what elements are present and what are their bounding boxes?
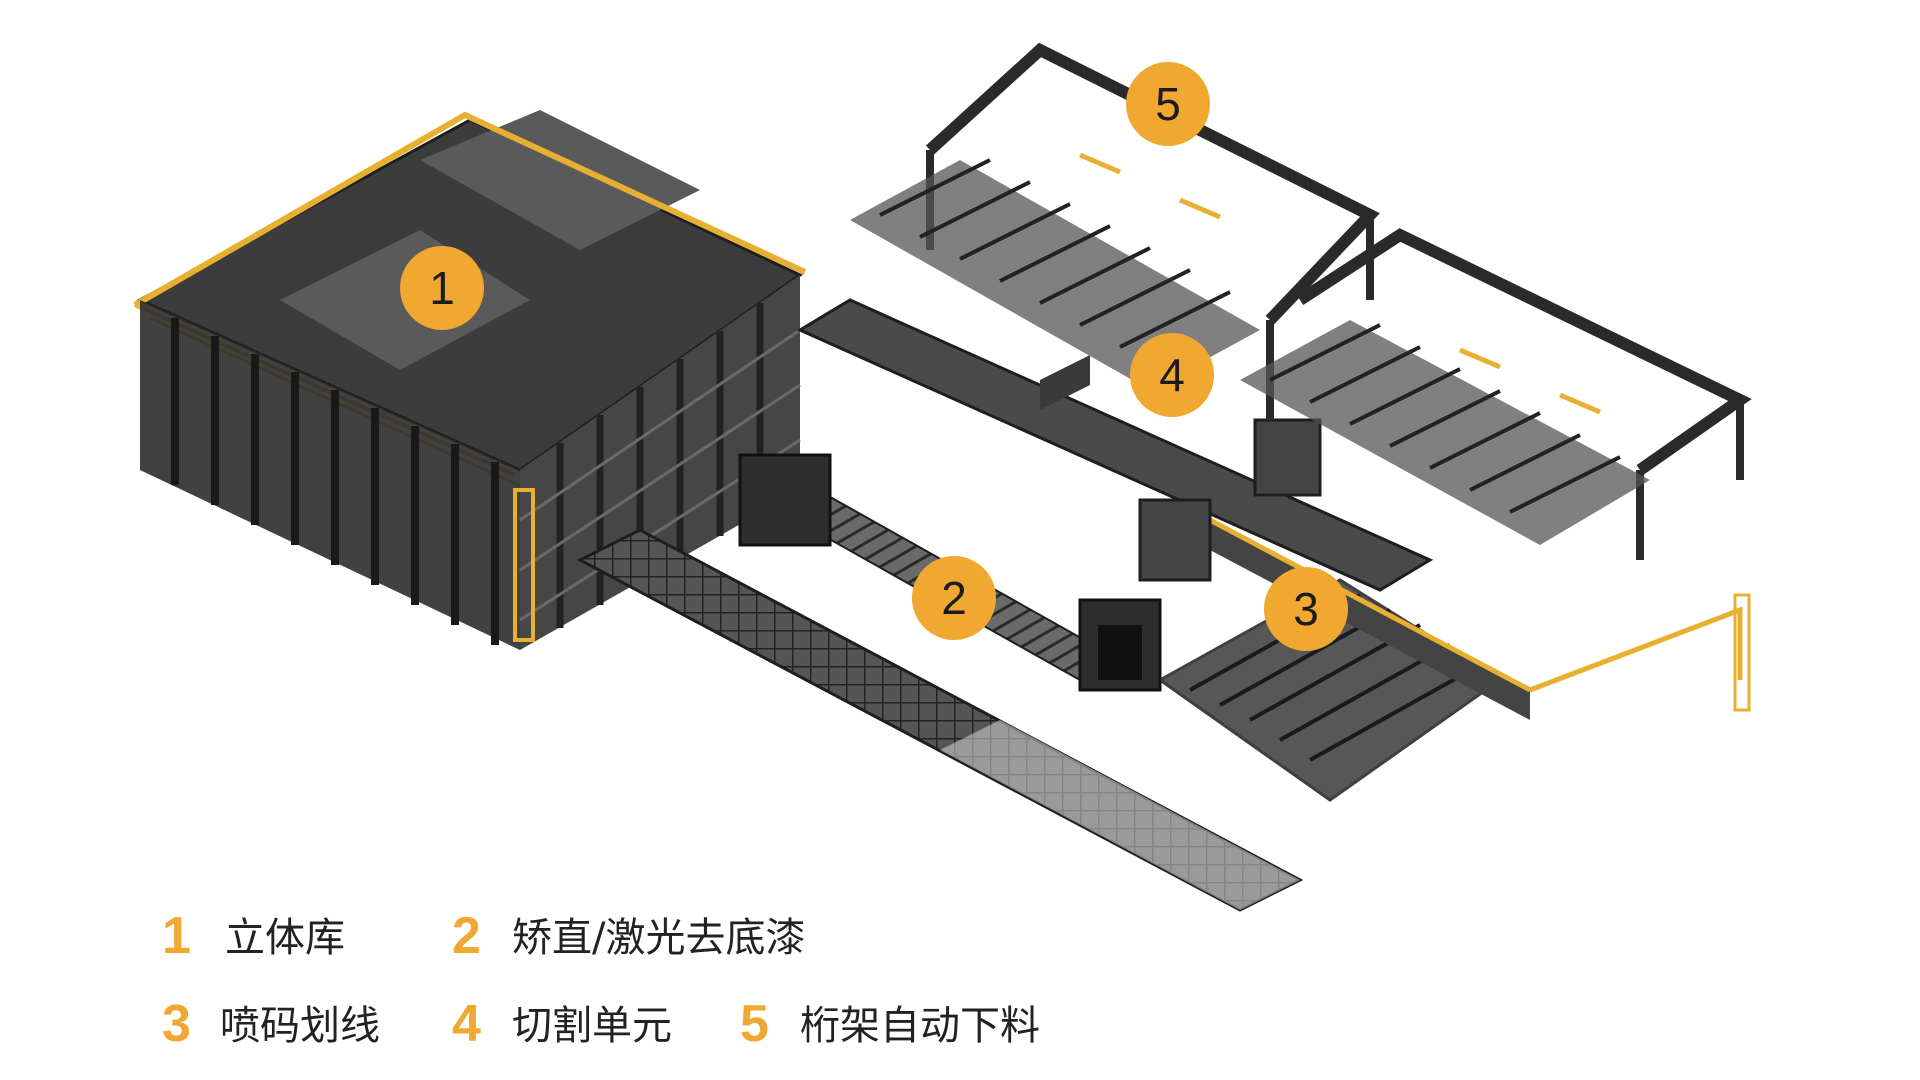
cutting-unit: [796, 298, 1434, 592]
legend-number-1: 1: [162, 907, 191, 965]
legend-number-5: 5: [740, 995, 769, 1053]
marker-5: 5: [1126, 62, 1210, 146]
marker-3: 3: [1264, 567, 1348, 651]
marker-1: 1: [400, 246, 484, 330]
gantry-unloading: [850, 42, 1752, 560]
marker-4: 4: [1130, 333, 1214, 417]
marker-2: 2: [912, 556, 996, 640]
legend-label-1: 立体库: [225, 915, 345, 961]
feed-conveyor: [576, 528, 1304, 912]
legend-label-2: 矫直/激光去底漆: [512, 915, 806, 961]
marking-area: [1157, 517, 1751, 802]
legend-label-5: 桁架自动下料: [800, 1003, 1040, 1049]
legend-label-4: 切割单元: [512, 1003, 672, 1049]
legend-number-4: 4: [452, 995, 481, 1053]
legend-number-3: 3: [162, 995, 191, 1053]
legend-number-2: 2: [452, 907, 481, 965]
legend-label-3: 喷码划线: [220, 1003, 380, 1049]
